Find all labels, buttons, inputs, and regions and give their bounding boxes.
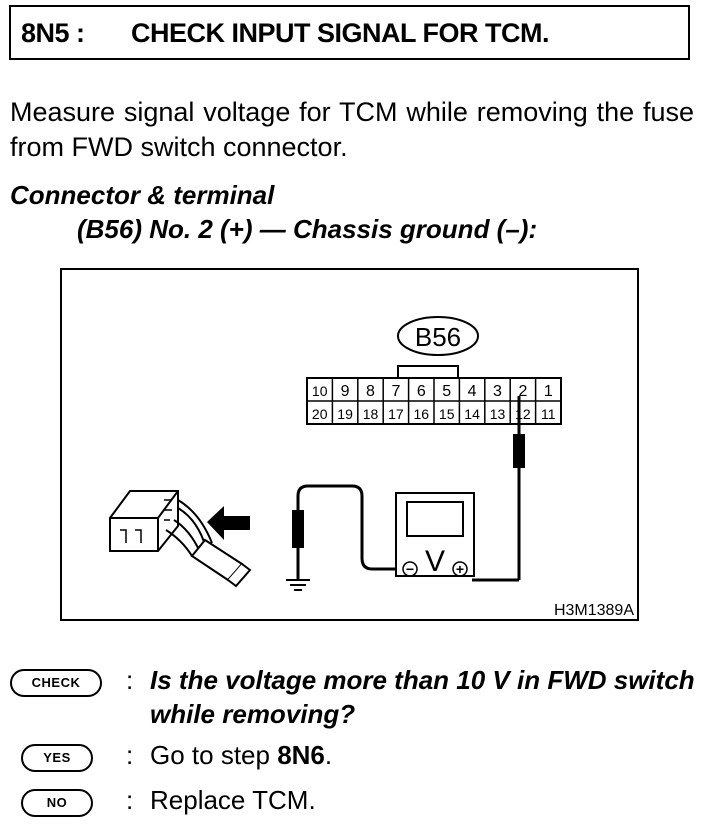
no-action: Replace TCM. <box>150 785 316 815</box>
yes-prefix: Go to step <box>150 740 278 770</box>
pin-top-6: 6 <box>417 383 426 400</box>
pin-top-1: 1 <box>544 383 553 400</box>
pin-top-8: 8 <box>366 383 375 400</box>
check-colon: : <box>126 665 134 695</box>
plus-symbol: + <box>456 561 464 577</box>
check-question: Is the voltage more than 10 V in FWD swi… <box>150 665 695 729</box>
pin-bottom-16: 16 <box>414 406 430 422</box>
connector-label-ellipse <box>397 316 479 356</box>
yes-suffix: . <box>324 740 333 770</box>
minus-symbol: − <box>406 561 414 577</box>
connector-icon <box>109 490 252 588</box>
pin-top-9: 9 <box>341 383 350 400</box>
check-badge: CHECK <box>10 669 102 697</box>
ground-lead <box>292 484 396 580</box>
pin-bottom-15: 15 <box>439 406 455 422</box>
step-id: 8N5 : <box>21 18 85 48</box>
yes-badge: YES <box>21 744 93 772</box>
yes-step-link[interactable]: 8N6 <box>277 740 325 770</box>
connector-label: B56 <box>415 322 461 352</box>
probe-icon <box>472 396 525 582</box>
pin-bottom-11: 11 <box>541 406 556 422</box>
pin-top-4: 4 <box>468 383 477 400</box>
ground-icon <box>286 579 310 591</box>
instruction-text: Measure signal voltage for TCM while rem… <box>10 97 694 162</box>
pin-top-3: 3 <box>493 383 502 400</box>
meter-symbol: V <box>425 545 445 578</box>
diagram-frame <box>60 268 639 621</box>
pin-top-7: 7 <box>391 383 400 400</box>
pin-bottom-14: 14 <box>464 406 480 422</box>
connector-heading: Connector & terminal <box>10 180 275 210</box>
arrow-icon <box>207 506 250 540</box>
step-title: CHECK INPUT SIGNAL FOR TCM. <box>131 18 550 48</box>
yes-action: Go to step 8N6. <box>150 740 332 771</box>
pin-bottom-20: 20 <box>312 406 328 422</box>
pin-bottom-19: 19 <box>337 406 353 422</box>
pin-bottom-13: 13 <box>490 406 506 422</box>
no-badge: NO <box>21 789 93 817</box>
voltmeter-icon: − + V <box>395 492 475 578</box>
pin-bottom-18: 18 <box>363 406 379 422</box>
pin-top-10: 10 <box>312 383 328 399</box>
yes-colon: : <box>126 740 134 770</box>
pin-bottom-17: 17 <box>388 406 404 422</box>
pin-top-2: 2 <box>518 383 527 400</box>
step-header: 8N5 : CHECK INPUT SIGNAL FOR TCM. <box>9 5 690 60</box>
no-colon: : <box>126 785 134 815</box>
pin-bottom-12: 12 <box>515 406 531 422</box>
connector-detail: (B56) No. 2 (+) — Chassis ground (–): <box>77 214 538 244</box>
figure-code: H3M1389A <box>554 602 634 619</box>
pin-top-5: 5 <box>442 383 451 400</box>
